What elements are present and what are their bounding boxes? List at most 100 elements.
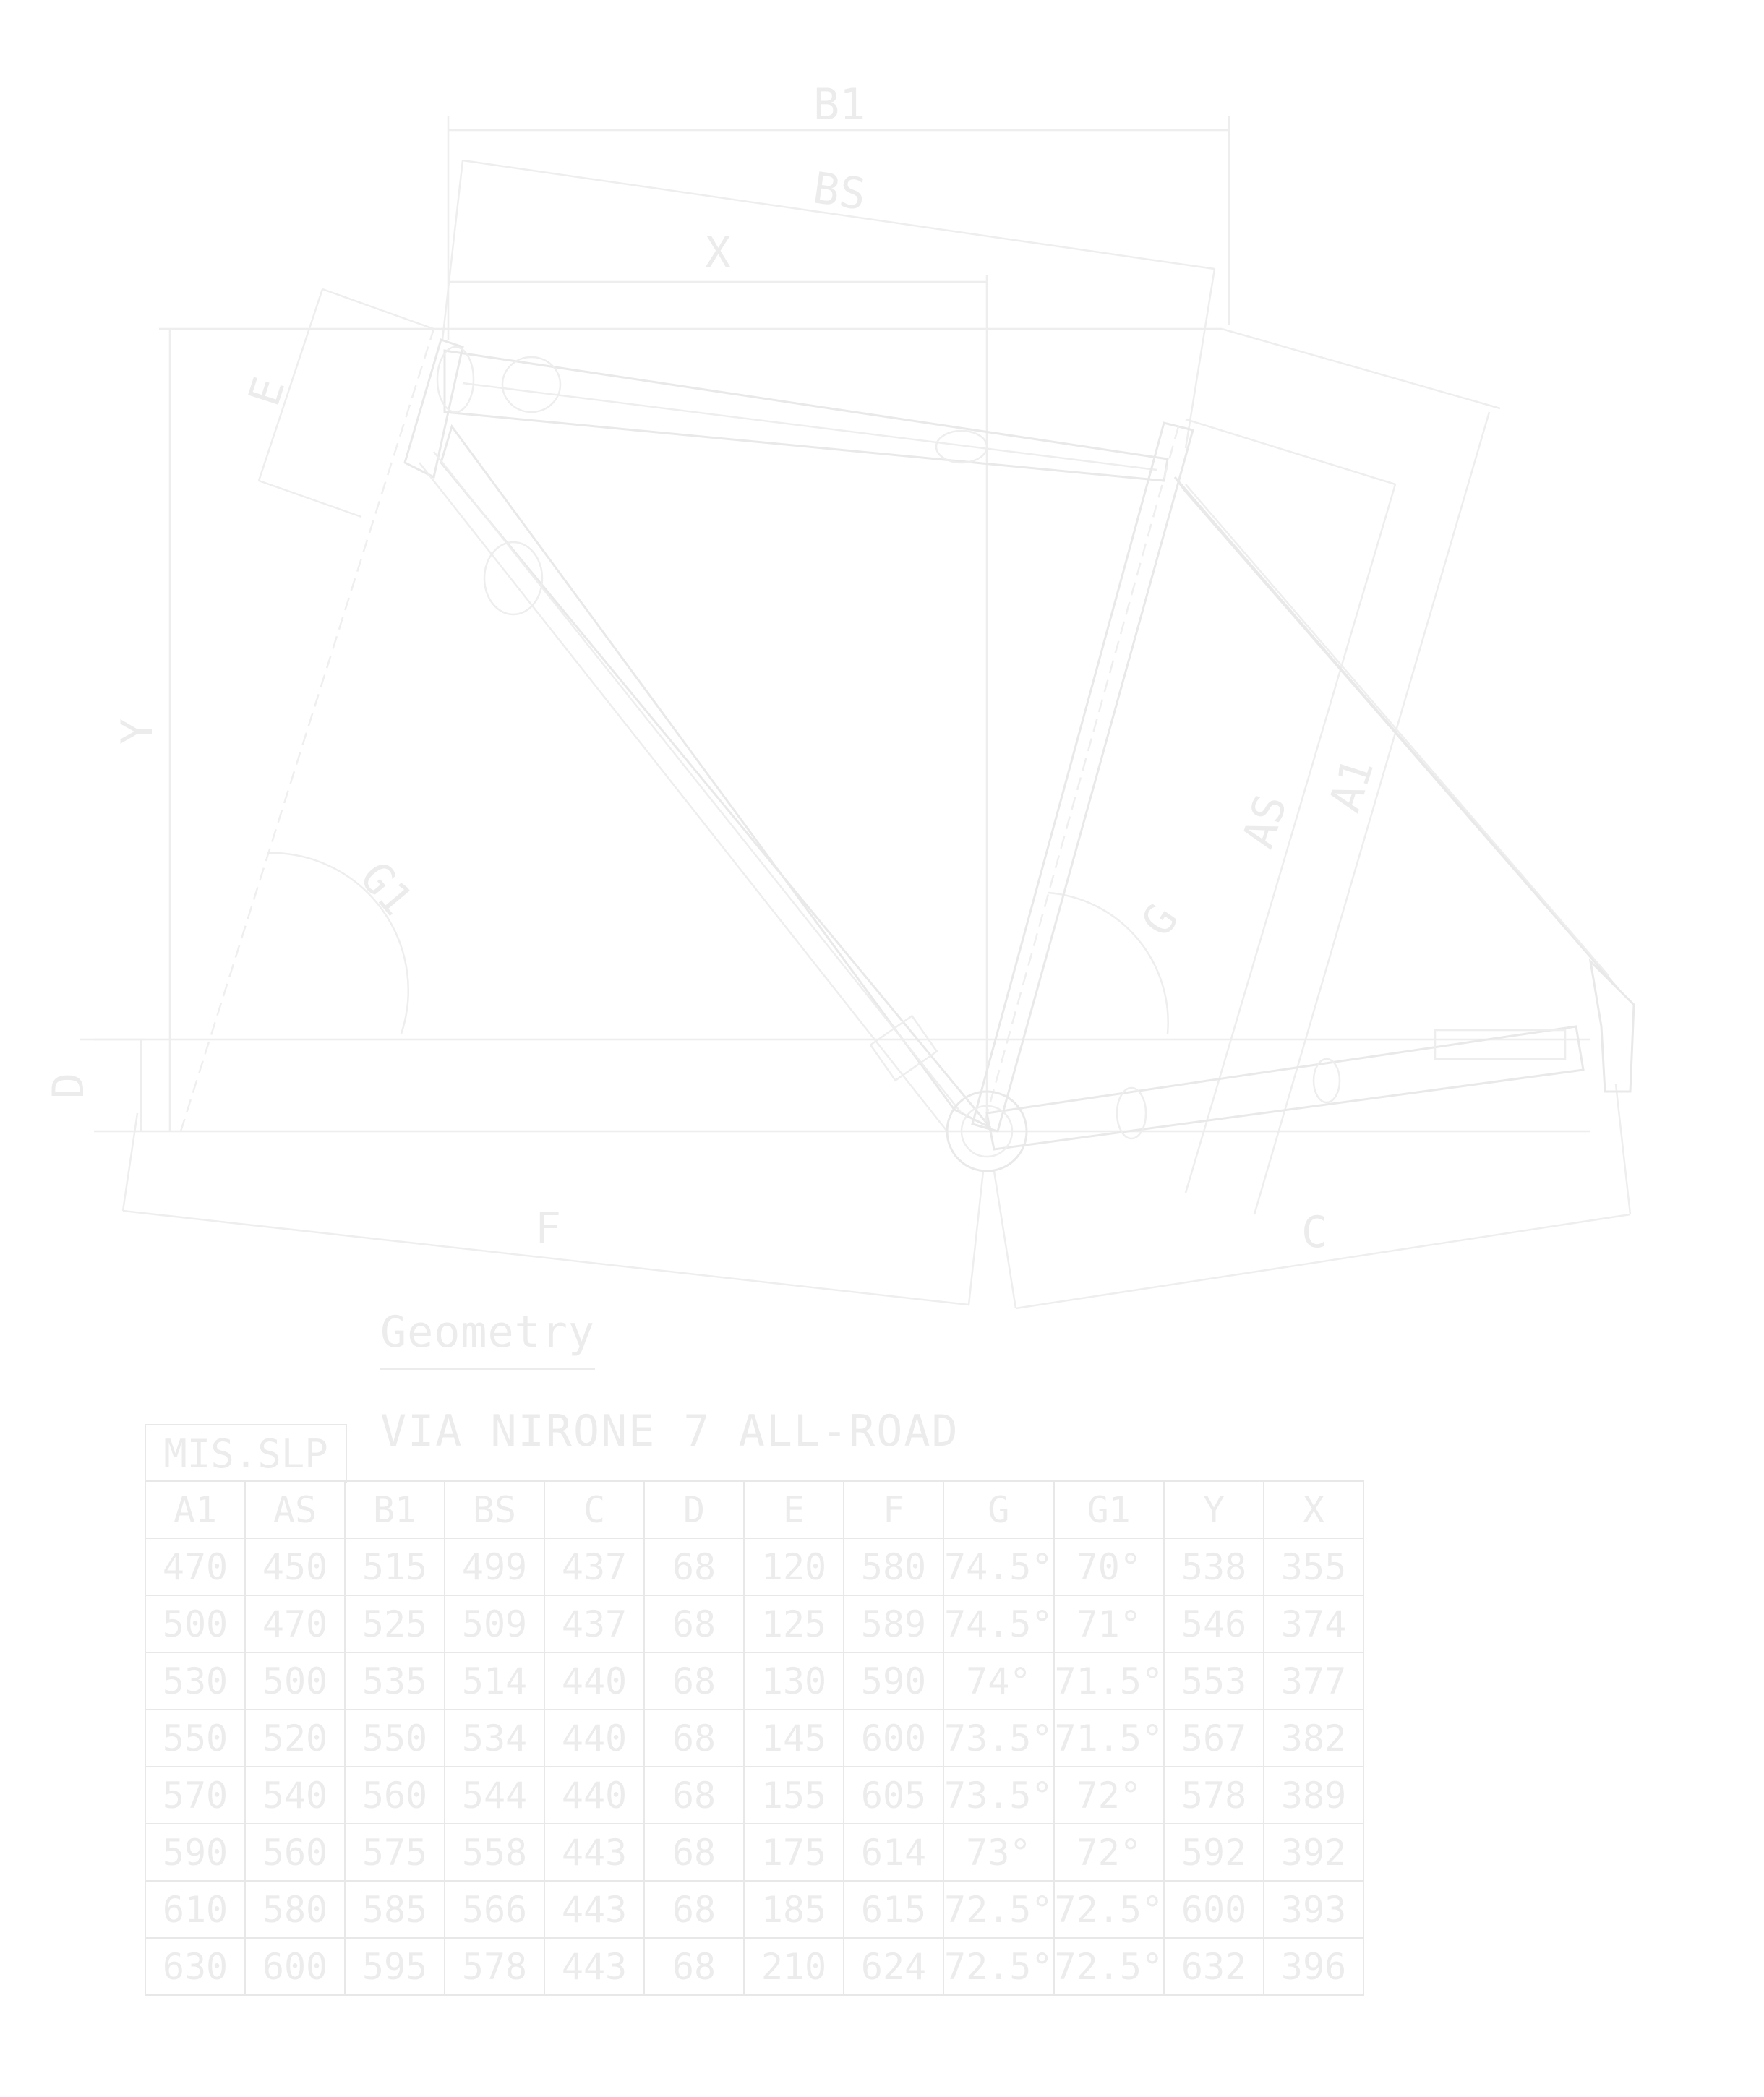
label-b1: B1: [813, 80, 865, 130]
table-cell: 68: [643, 1880, 745, 1939]
table-cell: 580: [843, 1538, 944, 1596]
table-cell: 440: [544, 1709, 645, 1767]
table-cell: 74.5°: [943, 1538, 1055, 1596]
table-cell: 553: [1163, 1652, 1265, 1710]
table-cell: 560: [344, 1766, 445, 1824]
table-cell: 73.5°: [943, 1709, 1055, 1767]
table-cell: 589: [843, 1595, 944, 1653]
table-cell: 514: [444, 1652, 545, 1710]
table-cell: 145: [743, 1709, 844, 1767]
table-cell: 185: [743, 1880, 844, 1939]
table-cell: 68: [643, 1937, 745, 1996]
table-cell: 355: [1263, 1538, 1365, 1596]
table-cell: 72.5°: [943, 1880, 1055, 1939]
table-cell: 534: [444, 1709, 545, 1767]
table-cell: 595: [344, 1937, 445, 1996]
label-d: D: [43, 1073, 94, 1099]
table-cell: 614: [843, 1823, 944, 1882]
table-cell: 73°: [943, 1823, 1055, 1882]
label-g1: G1: [350, 853, 422, 925]
table-cell: 68: [643, 1652, 745, 1710]
table-cell: 515: [344, 1538, 445, 1596]
table-cell: 585: [344, 1880, 445, 1939]
table-cell: 470: [145, 1538, 246, 1596]
table-cell: 610: [145, 1880, 246, 1939]
table-cell: 71°: [1053, 1595, 1165, 1653]
column-header-bs: BS: [444, 1480, 545, 1539]
table-cell: 68: [643, 1766, 745, 1824]
column-header-y: Y: [1163, 1480, 1265, 1539]
table-cell: 525: [344, 1595, 445, 1653]
table-cell: 72°: [1053, 1823, 1165, 1882]
label-g: G: [1132, 896, 1189, 946]
label-f: F: [535, 1204, 561, 1254]
table-cell: 590: [843, 1652, 944, 1710]
table-cell: 443: [544, 1937, 645, 1996]
table-cell: 550: [145, 1709, 246, 1767]
table-cell: 437: [544, 1595, 645, 1653]
table-cell: 578: [1163, 1766, 1265, 1824]
size-header: MIS.SLP: [145, 1424, 347, 1483]
table-cell: 440: [544, 1766, 645, 1824]
table-cell: 74°: [943, 1652, 1055, 1710]
table-cell: 72°: [1053, 1766, 1165, 1824]
table-cell: 437: [544, 1538, 645, 1596]
table-cell: 592: [1163, 1823, 1265, 1882]
table-cell: 600: [244, 1937, 346, 1996]
column-header-x: X: [1263, 1480, 1365, 1539]
table-cell: 558: [444, 1823, 545, 1882]
label-bs: BS: [810, 163, 868, 220]
column-header-g: G: [943, 1480, 1055, 1539]
table-cell: 499: [444, 1538, 545, 1596]
table-cell: 68: [643, 1709, 745, 1767]
table-cell: 73.5°: [943, 1766, 1055, 1824]
table-cell: 72.5°: [1053, 1880, 1165, 1939]
column-header-c: C: [544, 1480, 645, 1539]
table-cell: 392: [1263, 1823, 1365, 1882]
bike-frame: [403, 338, 1635, 1172]
column-header-b1: B1: [344, 1480, 445, 1539]
table-cell: 74.5°: [943, 1595, 1055, 1653]
column-header-g1: G1: [1053, 1480, 1165, 1539]
table-cell: 520: [244, 1709, 346, 1767]
table-cell: 550: [344, 1709, 445, 1767]
table-cell: 130: [743, 1652, 844, 1710]
label-as: AS: [1233, 789, 1297, 854]
column-header-d: D: [643, 1480, 745, 1539]
dimension-lines: [80, 116, 1632, 1310]
table-cell: 70°: [1053, 1538, 1165, 1596]
label-c: C: [1301, 1207, 1327, 1258]
table-cell: 567: [1163, 1709, 1265, 1767]
table-cell: 382: [1263, 1709, 1365, 1767]
table-cell: 374: [1263, 1595, 1365, 1653]
table-cell: 68: [643, 1823, 745, 1882]
table-cell: 632: [1163, 1937, 1265, 1996]
table-cell: 120: [743, 1538, 844, 1596]
table-cell: 155: [743, 1766, 844, 1824]
table-cell: 71.5°: [1053, 1709, 1165, 1767]
column-header-a1: A1: [145, 1480, 246, 1539]
table-cell: 630: [145, 1937, 246, 1996]
column-header-f: F: [843, 1480, 944, 1539]
table-cell: 377: [1263, 1652, 1365, 1710]
table-cell: 210: [743, 1937, 844, 1996]
table-cell: 605: [843, 1766, 944, 1824]
table-cell: 470: [244, 1595, 346, 1653]
table-cell: 440: [544, 1652, 645, 1710]
table-cell: 443: [544, 1880, 645, 1939]
table-cell: 544: [444, 1766, 545, 1824]
table-cell: 615: [843, 1880, 944, 1939]
table-cell: 566: [444, 1880, 545, 1939]
table-cell: 590: [145, 1823, 246, 1882]
model-name: VIA NIRONE 7 ALL-ROAD: [380, 1406, 959, 1457]
table-cell: 530: [145, 1652, 246, 1710]
